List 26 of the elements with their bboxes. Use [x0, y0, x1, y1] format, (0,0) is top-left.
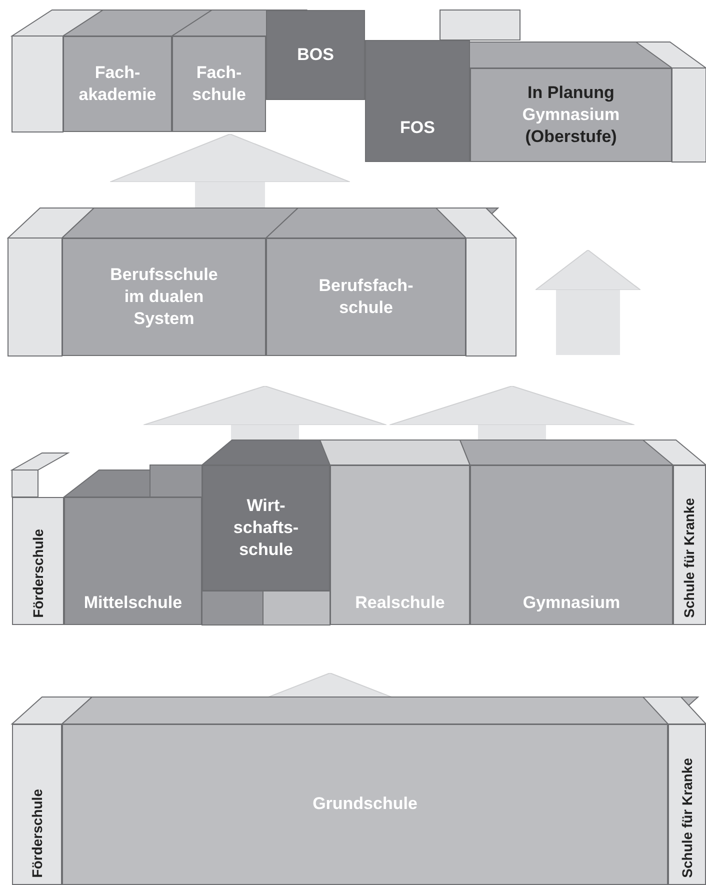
- block-label: Mittelschule: [84, 592, 182, 614]
- block-label: Berufsschule im dualen System: [109, 264, 219, 330]
- block-label: Förderschule: [28, 789, 46, 878]
- school-block: [470, 465, 673, 625]
- block-label: Realschule: [355, 592, 445, 614]
- school-block: [64, 497, 202, 625]
- school-block: [266, 10, 365, 100]
- arrow: [535, 250, 641, 355]
- block-label: (Oberstufe): [525, 126, 617, 148]
- block-label: Gymnasium: [522, 592, 620, 614]
- school-block: [62, 724, 668, 885]
- block-label: Berufsfach- schule: [318, 274, 414, 319]
- block-label: Wirt- schafts- schule: [232, 494, 300, 562]
- block-label: Schule für Kranke: [678, 758, 696, 878]
- block-label: Grundschule: [312, 793, 418, 816]
- school-block: [12, 497, 64, 625]
- block-label: Förderschule: [28, 529, 47, 618]
- block-label: Gymnasium: [522, 104, 620, 126]
- school-block: [330, 465, 470, 625]
- block-label: FOS: [400, 116, 435, 139]
- block-label: Fach- akademie: [78, 62, 158, 106]
- school-block: [365, 40, 470, 162]
- block-label: BOS: [297, 44, 334, 66]
- block-label: Schule für Kranke: [680, 498, 698, 618]
- block-label: In Planung: [528, 82, 614, 104]
- block-label: Fach- schule: [191, 62, 247, 106]
